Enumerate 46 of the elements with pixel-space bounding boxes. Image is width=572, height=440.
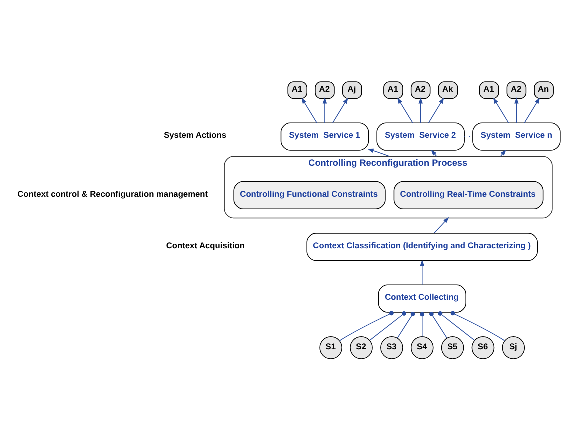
arrow [493,97,510,123]
arrow [302,97,318,123]
node-box: Controlling Real-Time Constraints [394,180,544,209]
node-box: A1 [288,81,308,99]
node-box: A2 [315,81,335,99]
connector [450,310,506,341]
connector [340,310,394,341]
node-box: A2 [506,81,527,99]
node-circle: S4 [410,336,434,359]
node-box: Aj [342,81,362,99]
arrow [524,97,540,123]
arrow [514,97,519,123]
node-box: Context Classification (Identifying and Characterizing ) [306,232,538,261]
node-box: System Service n [472,122,561,150]
connector [420,312,425,337]
node-circle: S3 [380,336,404,359]
label: Context control & Reconfiguration management [18,188,208,198]
node-box: System Service 2 [376,122,465,150]
arrow [398,97,414,123]
arrow [500,149,506,156]
arrow [322,97,328,123]
node-circle: S5 [441,336,464,359]
node-box: An [534,81,554,99]
node-circle: Sj [502,336,526,359]
arrow [418,97,423,123]
node-box: A1 [479,81,500,99]
label: System Actions [164,130,226,140]
node-circle: S1 [320,336,342,359]
node-box: Ak [438,81,458,99]
label: Context Acquisition [166,240,246,250]
node-box: Controlling Functional Constraints [234,180,386,209]
connector [370,311,406,340]
arrow [428,97,444,123]
node-box: System Service 1 [280,122,370,150]
node-circle: S2 [350,336,373,359]
node-circle: S6 [472,336,495,359]
arrow [434,216,450,234]
node-box: A2 [410,81,431,99]
arrow [368,148,390,156]
arrow [420,260,424,285]
connector [397,311,416,338]
connector [438,311,476,340]
node-box: A1 [384,81,404,99]
arrow [332,97,348,123]
connector [429,311,448,338]
node-box: Context Collecting [378,284,466,312]
